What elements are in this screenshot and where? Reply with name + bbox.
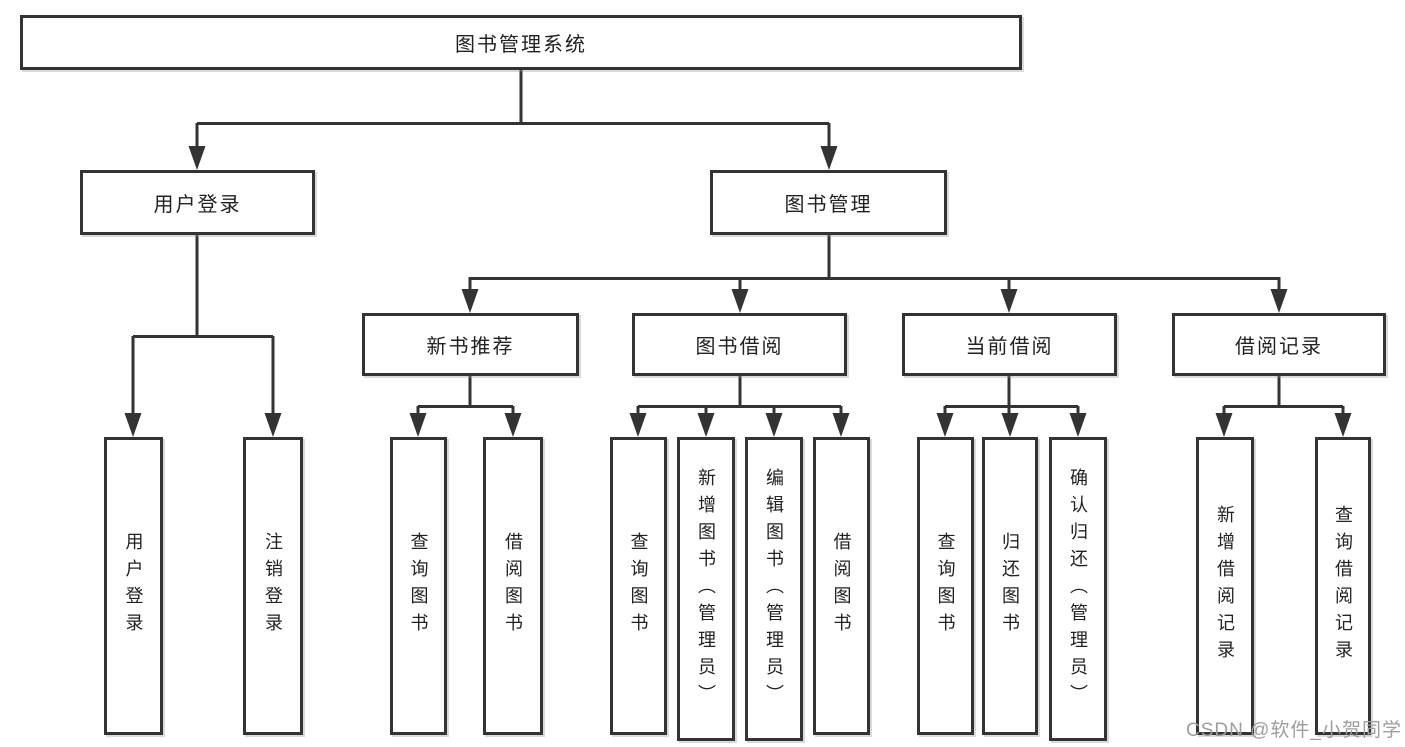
node-book-borrowing: 图书借阅 (632, 313, 847, 376)
node-current-borrowing: 当前借阅 (902, 313, 1117, 376)
csdn-watermark: CSDN @软件_小贺同学 (1186, 720, 1402, 741)
leaf-borrow-books-recommend: 借阅图书 (483, 437, 543, 735)
leaf-add-books-admin-label: 新增图书（管理员） (696, 467, 716, 711)
leaf-logout-label: 注销登录 (263, 532, 283, 640)
node-new-book-recommendation: 新书推荐 (362, 313, 579, 376)
node-root-label: 图书管理系统 (455, 34, 587, 56)
leaf-add-borrow-record: 新增借阅记录 (1196, 437, 1254, 735)
node-root: 图书管理系统 (20, 15, 1022, 70)
leaf-query-books-current: 查询图书 (917, 437, 974, 735)
leaf-borrow-books: 借阅图书 (813, 437, 870, 735)
node-borrowing-records-label: 借阅记录 (1235, 336, 1323, 358)
node-user-login-label: 用户登录 (153, 194, 242, 216)
leaf-user-login-label: 用户登录 (123, 532, 144, 640)
node-book-management: 图书管理 (710, 170, 947, 235)
node-current-borrowing-label: 当前借阅 (965, 336, 1054, 358)
leaf-add-books-admin: 新增图书（管理员） (677, 437, 735, 741)
leaf-query-borrow-record: 查询借阅记录 (1315, 437, 1371, 735)
leaf-edit-books-admin-label: 编辑图书（管理员） (764, 467, 784, 711)
leaf-edit-books-admin: 编辑图书（管理员） (745, 437, 803, 741)
node-new-book-recommendation-label: 新书推荐 (426, 336, 515, 358)
leaf-query-books-borrow: 查询图书 (610, 437, 667, 735)
leaf-query-books-current-label: 查询图书 (935, 532, 956, 640)
leaf-borrow-books-recommend-label: 借阅图书 (503, 532, 523, 640)
node-user-login: 用户登录 (80, 170, 315, 235)
leaf-borrow-books-label: 借阅图书 (831, 532, 852, 640)
leaf-return-books-label: 归还图书 (1000, 532, 1020, 640)
leaf-return-books: 归还图书 (982, 437, 1038, 735)
leaf-query-books-recommend-label: 查询图书 (408, 532, 429, 640)
leaf-user-login: 用户登录 (104, 437, 163, 735)
leaf-query-books-recommend: 查询图书 (390, 437, 447, 735)
leaf-query-books-borrow-label: 查询图书 (628, 532, 649, 640)
node-borrowing-records: 借阅记录 (1172, 313, 1386, 376)
node-book-borrowing-label: 图书借阅 (695, 336, 784, 358)
node-book-management-label: 图书管理 (784, 194, 873, 216)
leaf-add-borrow-record-label: 新增借阅记录 (1215, 505, 1235, 667)
leaf-confirm-return-admin: 确认归还（管理员） (1049, 437, 1107, 741)
leaf-confirm-return-admin-label: 确认归还（管理员） (1068, 467, 1088, 711)
leaf-query-borrow-record-label: 查询借阅记录 (1333, 505, 1353, 667)
leaf-logout: 注销登录 (243, 437, 303, 735)
